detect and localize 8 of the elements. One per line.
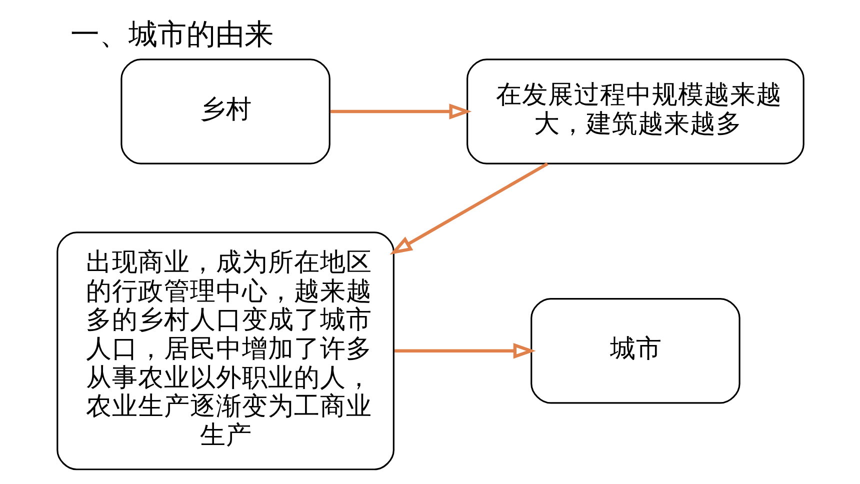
arrow [394,343,536,359]
node-box: 出现商业，成为所在地区的行政管理中心，越来越多的乡村人口变成了城市人口，居民中增加了许多从事农业以外职业的人，农业生产逐渐变为工商业生产 [56,232,394,470]
diagram-title: 一、城市的由来 [70,17,273,52]
arrow [389,162,548,255]
node-box: 城市 [530,298,740,404]
node-box: 乡村 [120,58,330,164]
node-box: 在发展过程中规模越来越大，建筑越来越多 [466,58,804,164]
arrow [330,104,472,120]
